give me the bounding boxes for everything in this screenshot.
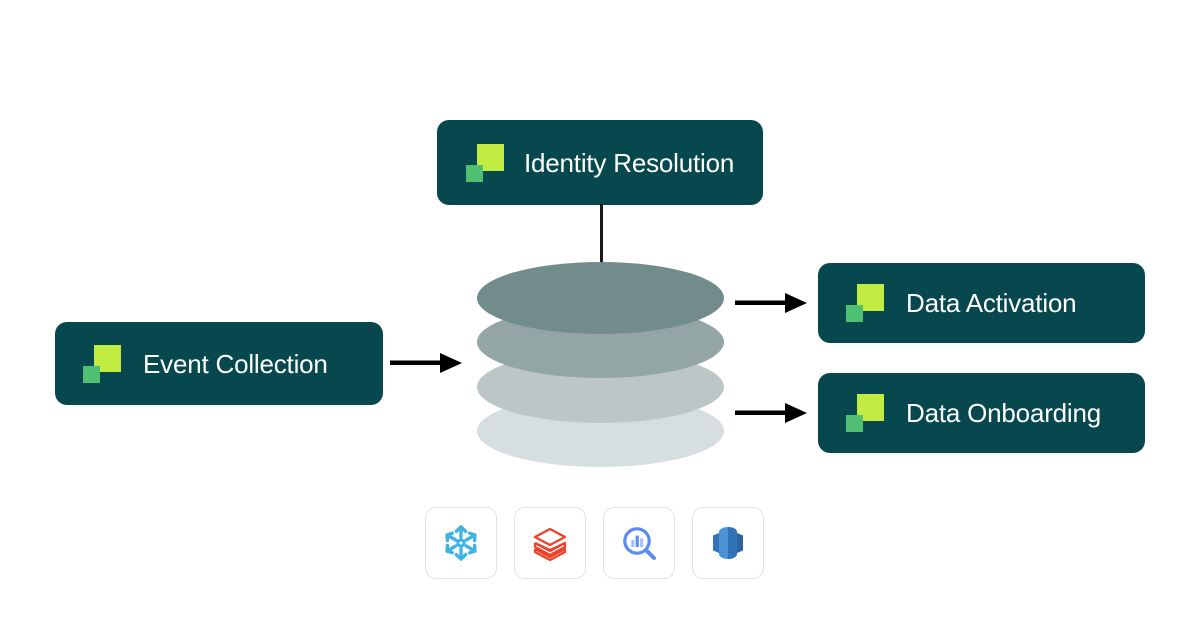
tile-redshift[interactable] — [692, 507, 764, 579]
warehouse-layer-1 — [477, 262, 724, 334]
tile-snowflake[interactable] — [425, 507, 497, 579]
data-warehouse-cylinder — [477, 262, 724, 467]
bigquery-magnifier-icon — [623, 527, 656, 560]
card-identity-resolution-label: Identity Resolution — [524, 147, 735, 178]
brand-square-mark-icon — [846, 394, 884, 432]
snowflake-icon — [445, 525, 477, 561]
card-data-activation[interactable]: Data Activation — [818, 263, 1145, 343]
integration-tiles — [425, 507, 764, 579]
card-event-collection[interactable]: Event Collection — [55, 322, 383, 405]
card-identity-resolution[interactable]: Identity Resolution — [437, 120, 763, 205]
card-data-activation-label: Data Activation — [906, 288, 1077, 318]
tile-bigquery[interactable] — [603, 507, 675, 579]
databricks-layers-icon — [533, 527, 567, 562]
brand-square-mark-icon — [466, 143, 504, 182]
card-event-collection-label: Event Collection — [143, 348, 328, 379]
redshift-cylinder-icon — [713, 527, 743, 559]
card-data-onboarding[interactable]: Data Onboarding — [818, 373, 1145, 453]
card-data-onboarding-label: Data Onboarding — [906, 398, 1102, 428]
arrow-warehouse-to-data-activation — [735, 293, 807, 313]
brand-square-mark-icon — [83, 344, 121, 383]
arrow-event-collection-to-warehouse — [390, 353, 462, 373]
arrow-warehouse-to-data-onboarding — [735, 403, 807, 423]
brand-square-mark-icon — [846, 284, 884, 322]
tile-databricks[interactable] — [514, 507, 586, 579]
connector-identity-to-warehouse — [600, 204, 603, 264]
